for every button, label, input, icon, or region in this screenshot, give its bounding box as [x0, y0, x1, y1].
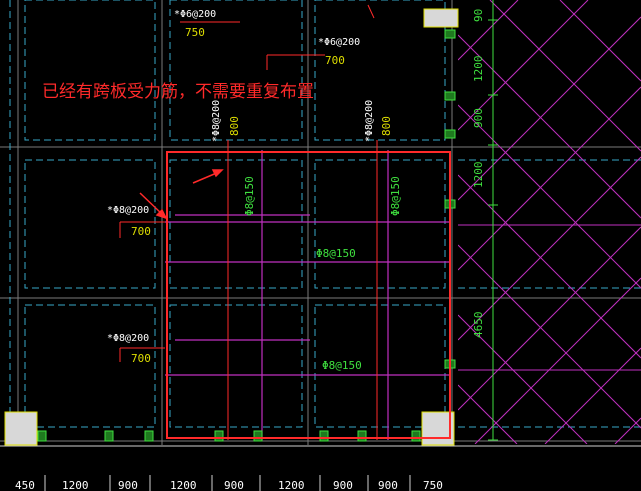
dimension-label: 750 — [423, 479, 443, 491]
rebar-label: *Φ6@200 — [174, 9, 217, 20]
dimension-label: 1200 — [62, 479, 89, 491]
dimension-lines — [488, 0, 498, 441]
rebar-lines — [165, 150, 450, 440]
rebar-label: Φ8@150 — [389, 176, 402, 216]
length-label: 750 — [185, 26, 205, 39]
highlight-rectangle[interactable] — [166, 151, 451, 439]
length-label: 700 — [131, 352, 151, 365]
arrow-icon — [139, 169, 224, 220]
red-rebar-lines — [119, 4, 378, 440]
dimension-label: 900 — [118, 479, 138, 491]
hatch-region — [458, 0, 641, 444]
dimension-label: 900 — [378, 479, 398, 491]
rebar-label: *Φ8@200 — [364, 99, 375, 142]
rebar-label: *Φ8@200 — [211, 99, 222, 142]
dimension-label: 1200 — [170, 479, 197, 491]
annotation-note: 已经有跨板受力筋，不需要重复布置 — [42, 82, 314, 102]
dimension-label: 450 — [15, 479, 35, 491]
columns — [4, 8, 459, 446]
length-label: 700 — [325, 54, 345, 67]
rebar-label: Φ8@150 — [243, 176, 256, 216]
dimension-label: 1200 — [278, 479, 305, 491]
dimension-label: 90 — [472, 8, 485, 22]
rebar-label: *Φ8@200 — [107, 333, 150, 344]
dimension-label: 1200 — [472, 55, 485, 83]
dimension-label: 4650 — [472, 311, 485, 339]
length-label: 700 — [131, 225, 151, 238]
slab-outlines — [9, 0, 641, 440]
dimension-label: 900 — [472, 108, 485, 128]
length-label: 800 — [228, 116, 241, 136]
rebar-label: Φ8@150 — [322, 359, 362, 372]
bottom-dim-ticks — [44, 475, 411, 491]
rebar-label: *Φ6@200 — [318, 37, 361, 48]
dimension-label: 900 — [333, 479, 353, 491]
rebar-label: Φ8@150 — [316, 247, 356, 260]
dimension-label: 900 — [224, 479, 244, 491]
dimension-label: 1200 — [472, 161, 485, 189]
length-label: 800 — [380, 116, 393, 136]
rebar-label: *Φ8@200 — [107, 205, 150, 216]
